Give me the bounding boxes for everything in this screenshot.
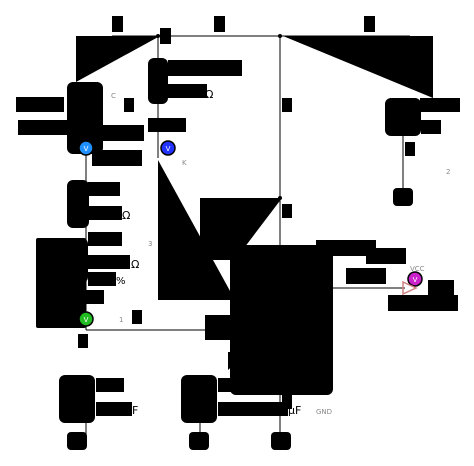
label-bar-15	[421, 120, 441, 134]
junction-dot	[278, 34, 282, 38]
label-bar-21	[96, 402, 132, 416]
component-blocks	[16, 16, 460, 450]
pin-4	[405, 142, 415, 156]
label-bar-10	[88, 232, 122, 246]
probe-c-label: V	[84, 316, 89, 324]
pin-7	[282, 395, 292, 409]
pin-1	[124, 98, 134, 112]
resistor-block-5	[58, 238, 88, 283]
number-label-3: 3	[148, 240, 152, 248]
probe-a-label: V	[84, 145, 89, 153]
probe-b-label: V	[166, 145, 171, 153]
terminal-top-2	[214, 16, 225, 32]
label-bar-5	[168, 60, 242, 76]
percent-label: %	[116, 276, 126, 287]
opamp-input-wedge	[158, 160, 235, 300]
gnd-label: GND	[316, 408, 332, 416]
label-bar-12	[88, 272, 116, 286]
label-bar-17	[346, 268, 386, 284]
resistor-block-2	[148, 58, 168, 104]
label-bar-11	[88, 255, 130, 269]
label-bar-3	[98, 125, 144, 141]
number-label-1: 1	[119, 316, 123, 324]
label-bar-2	[18, 120, 68, 135]
terminal-top-4	[160, 28, 171, 44]
play-arrow-icon	[402, 280, 418, 296]
resistor-block-6	[385, 98, 421, 136]
ground-node-3	[271, 432, 291, 450]
ground-node-2	[189, 432, 209, 450]
switch-wedge	[228, 352, 248, 370]
text-labels: Ω Ω Ω % F μF VCC GND 1 2 3 C K	[111, 88, 450, 417]
switch-body	[205, 315, 235, 340]
label-bar-7	[148, 118, 186, 132]
junctions	[156, 34, 282, 200]
label-bar-8	[88, 182, 120, 196]
label-bar-23	[218, 402, 288, 416]
probe-d-circle[interactable]	[407, 271, 423, 287]
pin-6	[78, 334, 88, 348]
label-bar-1	[16, 97, 64, 112]
farad-label-1: F	[132, 404, 138, 417]
capacitor-plate-right-top	[283, 36, 433, 98]
ohm-label-1: Ω	[205, 88, 213, 101]
label-bar-20	[96, 378, 124, 392]
opamp-body	[230, 245, 333, 395]
arrow-indicator-box[interactable]	[428, 280, 454, 296]
capacitor-block-1	[59, 375, 95, 423]
ground-node-1	[67, 432, 87, 450]
probe-c-circle[interactable]	[78, 311, 94, 327]
capacitor-block-2	[181, 375, 217, 423]
arrow-indicator[interactable]	[402, 280, 454, 296]
junction-dot	[278, 196, 282, 200]
terminal-top-3	[364, 16, 375, 32]
probe-d[interactable]: V	[407, 271, 423, 287]
letter-k-label: K	[182, 159, 187, 167]
label-bar-4	[92, 150, 142, 166]
junction-dot	[156, 34, 160, 38]
ohm-label-3: Ω	[131, 258, 139, 271]
label-bar-6	[165, 84, 207, 98]
pin-2	[282, 98, 292, 112]
ground-node-4	[393, 188, 413, 206]
probe-d-label: V	[413, 276, 418, 284]
label-bar-9	[88, 206, 122, 220]
probe-a[interactable]: V	[78, 140, 94, 156]
pin-5	[132, 310, 142, 324]
resistor-block-3	[67, 180, 89, 228]
label-bar-18	[388, 295, 458, 311]
vcc-label: VCC	[410, 265, 425, 273]
opamp-top-wedge	[200, 198, 282, 260]
label-bar-22	[218, 378, 238, 392]
number-label-2: 2	[446, 168, 450, 176]
resistor-block-1	[67, 82, 103, 154]
probe-c[interactable]: V	[78, 311, 94, 327]
farad-label-2: μF	[288, 404, 301, 417]
ohm-label-2: Ω	[122, 209, 130, 222]
capacitor-plate-left-top	[76, 36, 160, 82]
probe-b-circle[interactable]	[160, 140, 176, 156]
label-bar-13	[76, 290, 104, 304]
probe-b[interactable]: V	[160, 140, 176, 156]
letter-c-label: C	[111, 92, 116, 100]
label-bar-14	[420, 98, 460, 112]
label-bar-19	[316, 240, 376, 256]
probe-a-circle[interactable]	[78, 140, 94, 156]
pin-3	[282, 204, 292, 218]
terminal-top-1	[112, 16, 123, 32]
